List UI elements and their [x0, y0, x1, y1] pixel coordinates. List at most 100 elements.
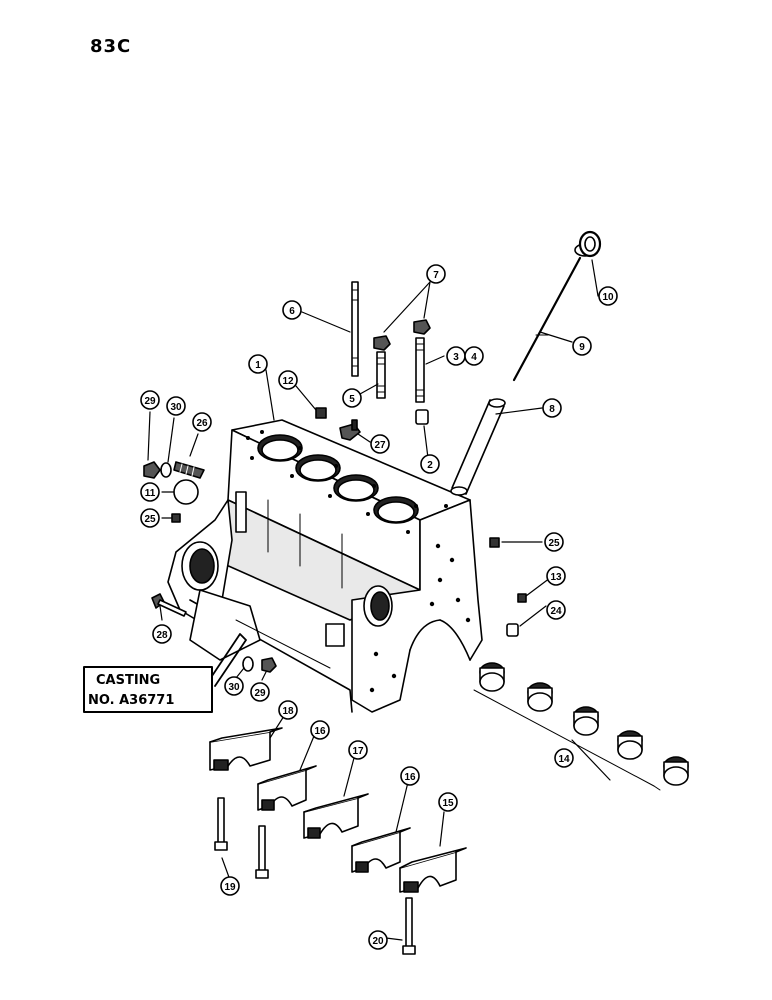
callout-29b: 29 — [250, 682, 270, 702]
stud-5 — [376, 351, 386, 399]
callout-24: 24 — [546, 600, 566, 620]
oil-tube-8 — [450, 398, 506, 496]
svg-text:2: 2 — [427, 460, 433, 471]
callout-29a: 29 — [140, 390, 160, 410]
svg-text:9: 9 — [579, 342, 585, 353]
bearing-cap-18 — [209, 727, 283, 771]
svg-text:27: 27 — [374, 440, 386, 451]
svg-text:29: 29 — [254, 688, 266, 699]
svg-text:18: 18 — [282, 706, 294, 717]
casting-label-line1: CASTING — [96, 673, 160, 688]
cylinder-block — [167, 419, 483, 713]
plug-13 — [517, 593, 527, 603]
callout-18: 18 — [278, 700, 298, 720]
callout-12: 12 — [278, 370, 298, 390]
callout-13: 13 — [546, 566, 566, 586]
dipstick-9 — [512, 243, 596, 382]
svg-text:7: 7 — [433, 270, 439, 281]
svg-text:15: 15 — [442, 798, 454, 809]
head-stud-6 — [351, 281, 359, 377]
cap-bolt-20 — [402, 897, 416, 955]
svg-text:11: 11 — [145, 488, 156, 499]
callout-19: 19 — [220, 876, 240, 896]
svg-text:5: 5 — [349, 394, 355, 405]
svg-text:17: 17 — [352, 746, 364, 757]
callout-30b: 30 — [224, 676, 244, 696]
callout-16a: 16 — [310, 720, 330, 740]
svg-text:8: 8 — [549, 404, 555, 415]
callout-2: 2 — [420, 454, 440, 474]
svg-text:25: 25 — [144, 514, 156, 525]
svg-text:28: 28 — [156, 630, 168, 641]
svg-text:4: 4 — [471, 352, 477, 363]
svg-text:30: 30 — [170, 402, 182, 413]
svg-text:26: 26 — [196, 418, 208, 429]
bearing-cap-16-lower — [351, 827, 411, 873]
callout-14: 14 — [554, 748, 574, 768]
callout-5: 5 — [342, 388, 362, 408]
nut-29-top — [143, 461, 161, 479]
washer-30-bottom — [242, 656, 254, 672]
svg-text:6: 6 — [289, 306, 295, 317]
cup-24 — [506, 623, 519, 637]
callout-15: 15 — [438, 792, 458, 812]
svg-text:20: 20 — [372, 936, 384, 947]
svg-text:29: 29 — [144, 396, 156, 407]
plug-25-left — [171, 513, 181, 523]
callout-25b: 25 — [544, 532, 564, 552]
dipstick-handle-10 — [578, 230, 602, 258]
plug-12 — [315, 407, 327, 419]
svg-text:24: 24 — [550, 606, 562, 617]
svg-text:3: 3 — [453, 352, 459, 363]
callout-27: 27 — [370, 434, 390, 454]
plug-11 — [173, 479, 199, 505]
callout-3: 3 — [446, 346, 466, 366]
page-code: 83C — [90, 36, 132, 57]
callout-20: 20 — [368, 930, 388, 950]
svg-text:1: 1 — [255, 360, 261, 371]
callout-10: 10 — [598, 286, 618, 306]
dowel-2 — [415, 409, 429, 425]
svg-text:14: 14 — [558, 754, 570, 765]
callout-8: 8 — [542, 398, 562, 418]
callout-1: 1 — [248, 354, 268, 374]
callout-4: 4 — [464, 346, 484, 366]
callout-30a: 30 — [166, 396, 186, 416]
callout-6: 6 — [282, 300, 302, 320]
callout-28: 28 — [152, 624, 172, 644]
svg-text:10: 10 — [602, 292, 614, 303]
casting-label-line2: NO. A36771 — [88, 693, 174, 708]
cap-bolt-19b — [255, 825, 269, 879]
stud-26 — [173, 461, 205, 479]
svg-text:13: 13 — [550, 572, 562, 583]
plug-25-right — [489, 537, 500, 548]
casting-number-label: CASTING NO. A36771 — [83, 633, 247, 713]
bearing-cap-16-upper — [257, 765, 317, 811]
callout-16b: 16 — [400, 766, 420, 786]
callout-17: 17 — [348, 740, 368, 760]
callout-7: 7 — [426, 264, 446, 284]
nut-7b — [413, 319, 431, 335]
bolt-28 — [151, 593, 187, 617]
nut-29-bottom — [261, 657, 277, 673]
svg-text:19: 19 — [224, 882, 236, 893]
callout-26: 26 — [192, 412, 212, 432]
stud-3-4 — [415, 337, 425, 403]
leader-lines — [147, 259, 611, 941]
cam-bearings-14 — [473, 662, 689, 791]
svg-text:30: 30 — [228, 682, 240, 693]
bearing-cap-17 — [303, 793, 369, 839]
nut-7a — [373, 335, 391, 351]
washer-30-top — [160, 462, 172, 478]
callout-9: 9 — [572, 336, 592, 356]
callout-25a: 25 — [140, 508, 160, 528]
svg-text:16: 16 — [314, 726, 326, 737]
svg-text:25: 25 — [548, 538, 560, 549]
callouts: 1 2 3 4 5 6 7 8 9 10 11 12 13 14 15 16 1… — [140, 264, 618, 950]
callout-11: 11 — [140, 482, 160, 502]
bearing-cap-15 — [399, 847, 467, 893]
fitting-27 — [339, 419, 361, 441]
svg-text:12: 12 — [282, 376, 294, 387]
cap-bolt-19a — [214, 797, 228, 851]
